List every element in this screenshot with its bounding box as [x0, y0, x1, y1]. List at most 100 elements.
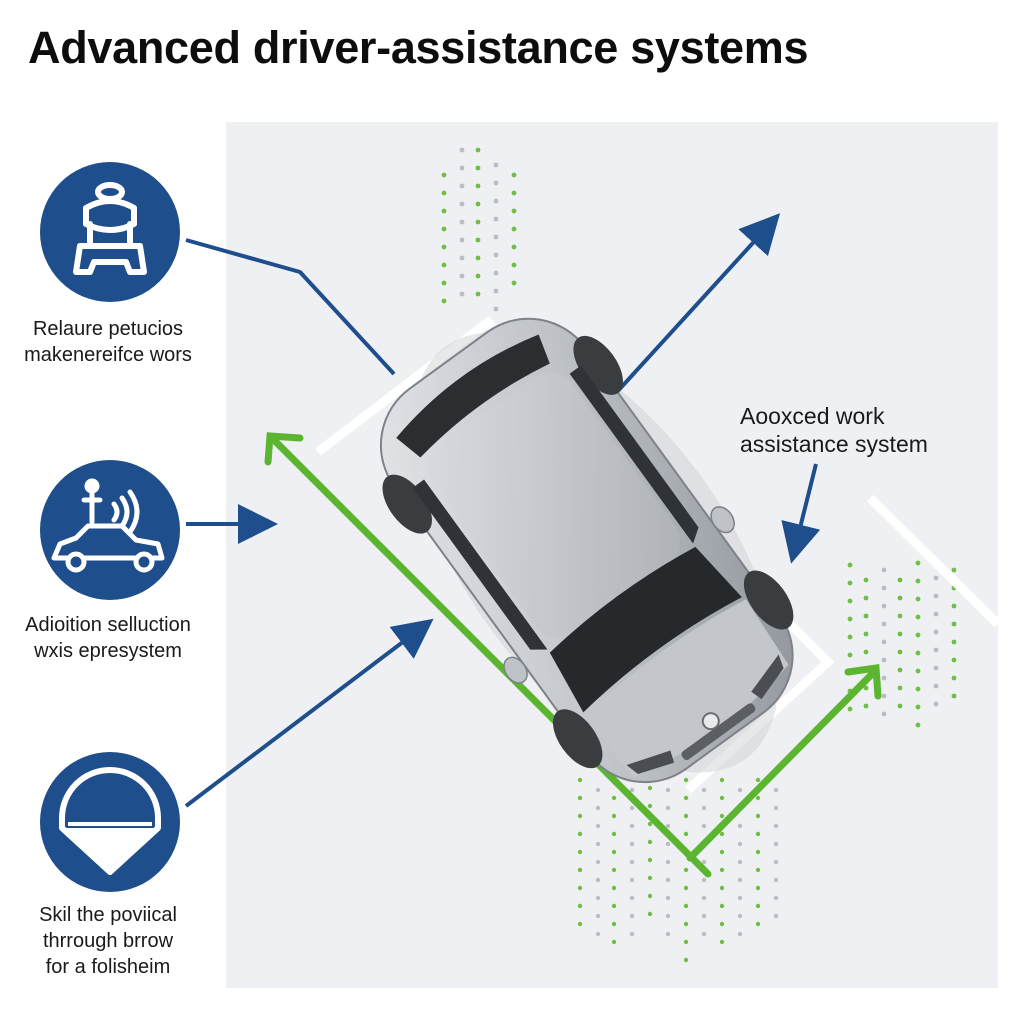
sensor-dot — [595, 913, 601, 919]
sensor-dot — [577, 849, 583, 855]
sensor-dot — [595, 877, 601, 883]
sensor-dot — [915, 650, 921, 656]
sensor-dot — [951, 603, 957, 609]
sensor-dot — [511, 262, 517, 268]
sensor-dot — [475, 183, 481, 189]
feature-label-2: Adioition selluction wxis epresystem — [8, 612, 208, 664]
sensor-dot — [611, 849, 617, 855]
sensor-dot — [755, 885, 761, 891]
sensor-dot — [847, 616, 853, 622]
sensor-dot — [773, 913, 779, 919]
sensor-dot — [847, 598, 853, 604]
sensor-dot — [629, 913, 635, 919]
sensor-dot — [683, 939, 689, 945]
sensor-dot — [755, 813, 761, 819]
sensor-dot — [737, 895, 743, 901]
sensor-dot — [459, 201, 465, 207]
sensor-dot — [881, 675, 887, 681]
sensor-dot — [441, 190, 447, 196]
green-tracking-path — [264, 432, 882, 878]
feature-label-3-line-1: Skil the poviical — [39, 904, 177, 926]
sensor-dot — [737, 913, 743, 919]
sensor-dot — [847, 652, 853, 658]
sensor-dot — [863, 595, 869, 601]
sensor-dot — [611, 885, 617, 891]
callout-label: Aooxced work assistance system — [740, 402, 928, 458]
connector-arrow-4 — [604, 213, 781, 406]
sensor-dot — [719, 885, 725, 891]
sensor-dot — [629, 859, 635, 865]
sensor-dot — [595, 859, 601, 865]
sensor-dot — [881, 711, 887, 717]
sensor-dot — [459, 237, 465, 243]
driver-seat-icon — [40, 162, 180, 302]
sensor-dot — [755, 849, 761, 855]
feature-label-2-line-2: wxis epresystem — [34, 640, 182, 662]
sensor-dot — [441, 298, 447, 304]
sensor-dots-top — [441, 147, 517, 312]
sensor-dot — [863, 703, 869, 709]
feature-label-2-line-1: Adioition selluction — [25, 614, 191, 636]
sensor-dot — [493, 270, 499, 276]
sensor-dot — [475, 291, 481, 297]
page-title: Advanced driver-assistance systems — [28, 22, 809, 73]
sensor-dot — [701, 787, 707, 793]
sensor-dot — [647, 785, 653, 791]
sensor-dot — [951, 657, 957, 663]
sensor-dot — [863, 631, 869, 637]
sensor-dot — [665, 931, 671, 937]
sensor-dot — [629, 877, 635, 883]
sensor-dot — [881, 603, 887, 609]
sensor-dot — [737, 841, 743, 847]
sensor-dot — [665, 787, 671, 793]
sensor-dot — [441, 262, 447, 268]
sensor-dot — [737, 859, 743, 865]
callout-label-line-2: assistance system — [740, 431, 928, 457]
sensor-dot — [915, 596, 921, 602]
sensor-dot — [577, 903, 583, 909]
sensor-dot — [933, 629, 939, 635]
sensor-dot — [933, 647, 939, 653]
sensor-dot — [475, 273, 481, 279]
sensor-dot — [441, 208, 447, 214]
sensor-dot — [459, 273, 465, 279]
sensor-dot — [629, 823, 635, 829]
sensor-dot — [755, 777, 761, 783]
sensor-dot — [773, 859, 779, 865]
sensor-dot — [511, 172, 517, 178]
sensor-dot — [577, 867, 583, 873]
sensor-dot — [647, 911, 653, 917]
sensor-dot — [611, 921, 617, 927]
sensor-dot — [595, 895, 601, 901]
sensor-dot — [665, 877, 671, 883]
sensor-dot — [719, 939, 725, 945]
callout-label-line-1: Aooxced work — [740, 403, 885, 429]
feature-label-3: Skil the poviical thrrough brrow for a f… — [8, 902, 208, 980]
sensor-dot — [755, 921, 761, 927]
sensor-dot — [719, 867, 725, 873]
sensor-dot — [897, 595, 903, 601]
sensor-dot — [665, 859, 671, 865]
sensor-dot — [719, 849, 725, 855]
sensor-dot — [493, 180, 499, 186]
sensor-dot — [897, 703, 903, 709]
sensor-dot — [881, 693, 887, 699]
sensor-dot — [665, 841, 671, 847]
sensor-dot — [897, 649, 903, 655]
feature-label-3-line-2: thrrough brrow — [42, 930, 174, 952]
sensor-dot — [511, 244, 517, 250]
feature-label-1-line-1: Relaure petucios — [32, 318, 184, 340]
sensor-dot — [475, 219, 481, 225]
sensor-dot — [915, 614, 921, 620]
sensor-dot — [629, 787, 635, 793]
sensor-dot — [475, 147, 481, 153]
sensor-dot — [647, 893, 653, 899]
sensor-dot — [459, 291, 465, 297]
sensor-dot — [773, 823, 779, 829]
sensor-dot — [493, 306, 499, 312]
sensor-dot — [951, 693, 957, 699]
sensor-dot — [915, 686, 921, 692]
connector-arrows — [184, 213, 821, 808]
sensor-dot — [701, 859, 707, 865]
sensor-dot — [595, 931, 601, 937]
